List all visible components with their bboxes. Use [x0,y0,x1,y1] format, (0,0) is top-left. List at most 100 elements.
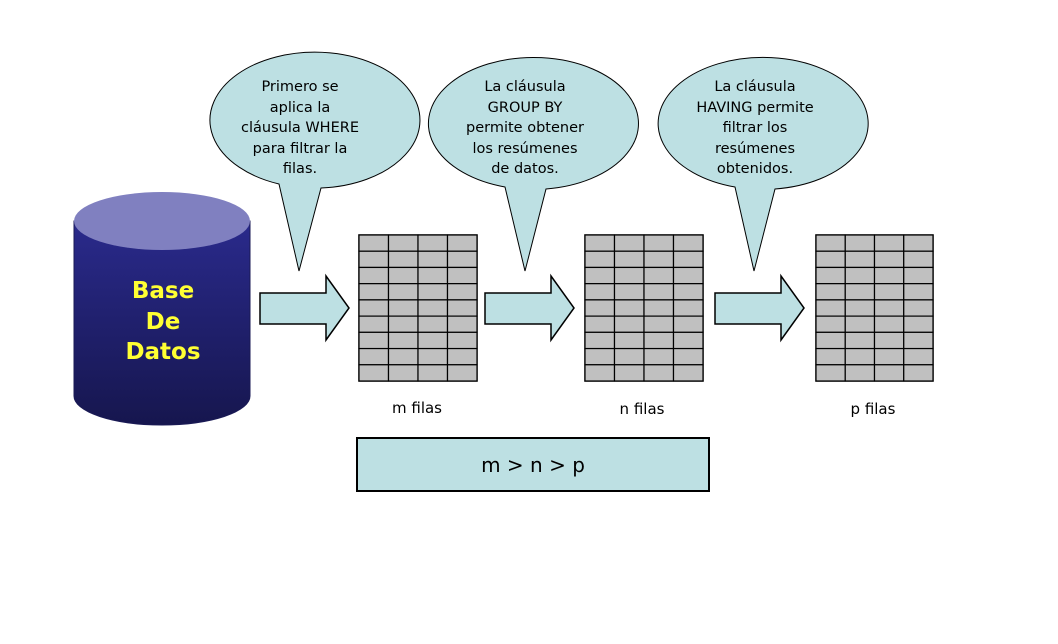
table-cell [873,331,905,350]
table-cell [815,347,846,366]
table-cell [903,347,934,366]
table-cell [387,266,419,285]
table-cell [584,283,616,301]
table-cell [873,283,905,301]
table-cell [643,315,675,333]
table-cell [417,315,449,333]
table-cell [873,234,905,252]
table-cell [417,266,449,285]
table-cell [358,250,390,269]
table-cell [844,283,876,301]
table-cell [815,234,846,252]
table-2-label: n filas [619,400,665,418]
table-grid-p [815,234,934,382]
table-grid-m [358,234,478,382]
bubble-3-shape [657,56,869,272]
table-cell [815,299,846,317]
table-cell [815,315,846,333]
arrow-icon [484,273,575,343]
database-icon [73,192,251,426]
table-cell [844,234,876,252]
speech-bubble-1 [209,51,421,272]
summary-text: m > n > p [481,452,585,477]
table-cell [417,347,449,366]
arrow-3 [714,273,805,343]
table-cell [613,283,645,301]
table-cell [613,315,645,333]
table-cell [417,234,449,252]
table-cell [903,234,934,252]
database-top [74,192,250,250]
speech-bubble-2 [427,57,639,272]
table-cell [584,266,616,285]
table-cell [358,347,390,366]
table-cell [903,364,934,382]
table-cell [446,315,478,333]
table-cell [387,315,419,333]
table-cell [672,364,704,382]
table-cell [417,331,449,350]
table-cell [672,266,704,285]
table-cell [873,315,905,333]
table-cell [903,299,934,317]
bubble-3-text: La cláusula HAVING permite filtrar los r… [696,79,814,177]
table-cell [387,347,419,366]
table-cell [446,331,478,350]
table-cell [815,283,846,301]
bubble-1-shape [209,51,421,272]
table-cell [584,315,616,333]
table-cell [584,331,616,350]
table-cell [672,234,704,252]
table-cell [672,315,704,333]
table-cell [613,364,645,382]
table-cell [844,266,876,285]
table-cell [643,283,675,301]
table-cell [903,283,934,301]
table-cell [358,364,390,382]
table-cell [873,347,905,366]
table-cell [446,283,478,301]
table-cell [672,250,704,269]
table-cell [358,234,390,252]
speech-bubble-3 [657,56,869,272]
table-cell [844,347,876,366]
table-cell [844,364,876,382]
table-3-label: p filas [850,400,896,418]
table-cell [903,331,934,350]
table-cell [613,266,645,285]
table-cell [844,299,876,317]
arrow-2 [484,273,575,343]
database-label: Base De Datos [125,278,201,365]
table-cell [873,299,905,317]
table-cell [417,299,449,317]
table-cell [584,364,616,382]
table-cell [643,347,675,366]
table-cell [873,266,905,285]
table-cell [446,234,478,252]
table-cell [358,283,390,301]
table-cell [613,250,645,269]
table-cell [584,299,616,317]
table-cell [643,299,675,317]
table-cell [417,283,449,301]
table-cell [873,364,905,382]
table-cell [815,364,846,382]
table-cell [358,299,390,317]
table-cell [387,234,419,252]
summary-box: m > n > p [356,437,710,492]
table-cell [446,266,478,285]
table-cell [672,299,704,317]
table-cell [584,347,616,366]
table-cell [643,266,675,285]
table-cell [873,250,905,269]
table-grid-n [584,234,704,382]
table-cell [613,331,645,350]
table-cell [584,234,616,252]
table-cell [613,299,645,317]
table-cell [672,331,704,350]
bubble-1-text: Primero se aplica la cláusula WHERE para… [241,79,359,177]
database-body [73,220,251,426]
table-cell [672,283,704,301]
table-cell [844,331,876,350]
